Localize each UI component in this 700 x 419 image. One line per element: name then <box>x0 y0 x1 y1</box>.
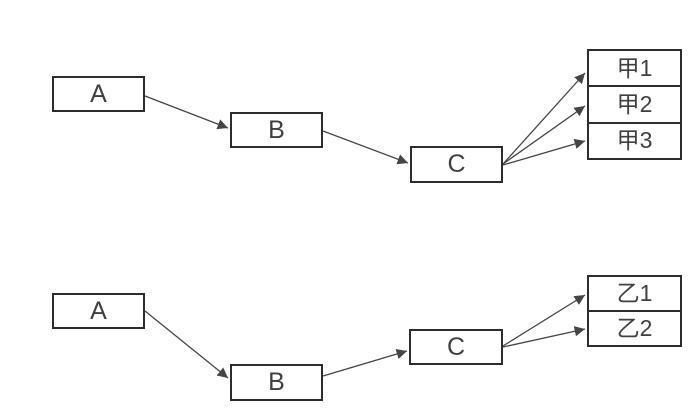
node-yi-1: 乙1 <box>589 277 680 310</box>
node-jia-3-label: 甲3 <box>616 127 653 154</box>
node-bottom-b: B <box>230 364 323 401</box>
edge-top-c-to-jia3 <box>502 138 586 166</box>
node-top-a: A <box>52 76 145 112</box>
node-jia-3: 甲3 <box>589 121 680 158</box>
edge-top-c-to-jia1 <box>502 72 586 165</box>
node-top-a-label: A <box>90 79 107 108</box>
edge-top-c-to-jia2 <box>502 105 586 165</box>
node-jia-2-label: 甲2 <box>616 90 653 117</box>
node-jia-1-label: 甲1 <box>616 54 653 81</box>
node-top-c: C <box>410 146 503 183</box>
edge-bottom-c-to-yi1 <box>502 294 586 347</box>
edge-bottom-a-to-b <box>144 310 229 379</box>
node-jia-2: 甲2 <box>589 85 680 121</box>
node-jia-1: 甲1 <box>589 51 680 85</box>
node-yi-2: 乙2 <box>589 310 680 345</box>
edge-top-a-to-b <box>144 95 229 130</box>
node-top-c-label: C <box>447 150 466 178</box>
stack-jia: 甲1 甲2 甲3 <box>587 49 682 160</box>
edge-bottom-c-to-yi2 <box>502 326 586 348</box>
node-top-b-label: B <box>268 115 285 144</box>
node-top-b: B <box>230 112 323 148</box>
node-yi-1-label: 乙1 <box>616 280 653 306</box>
node-bottom-b-label: B <box>268 368 285 396</box>
node-bottom-c-label: C <box>446 332 466 361</box>
node-bottom-a-label: A <box>90 296 107 325</box>
stack-yi: 乙1 乙2 <box>587 275 682 347</box>
edge-bottom-b-to-c <box>322 348 408 377</box>
node-bottom-a: A <box>52 293 145 329</box>
edge-top-b-to-c <box>322 130 409 165</box>
node-bottom-c: C <box>409 329 503 365</box>
node-yi-2-label: 乙2 <box>616 315 653 341</box>
